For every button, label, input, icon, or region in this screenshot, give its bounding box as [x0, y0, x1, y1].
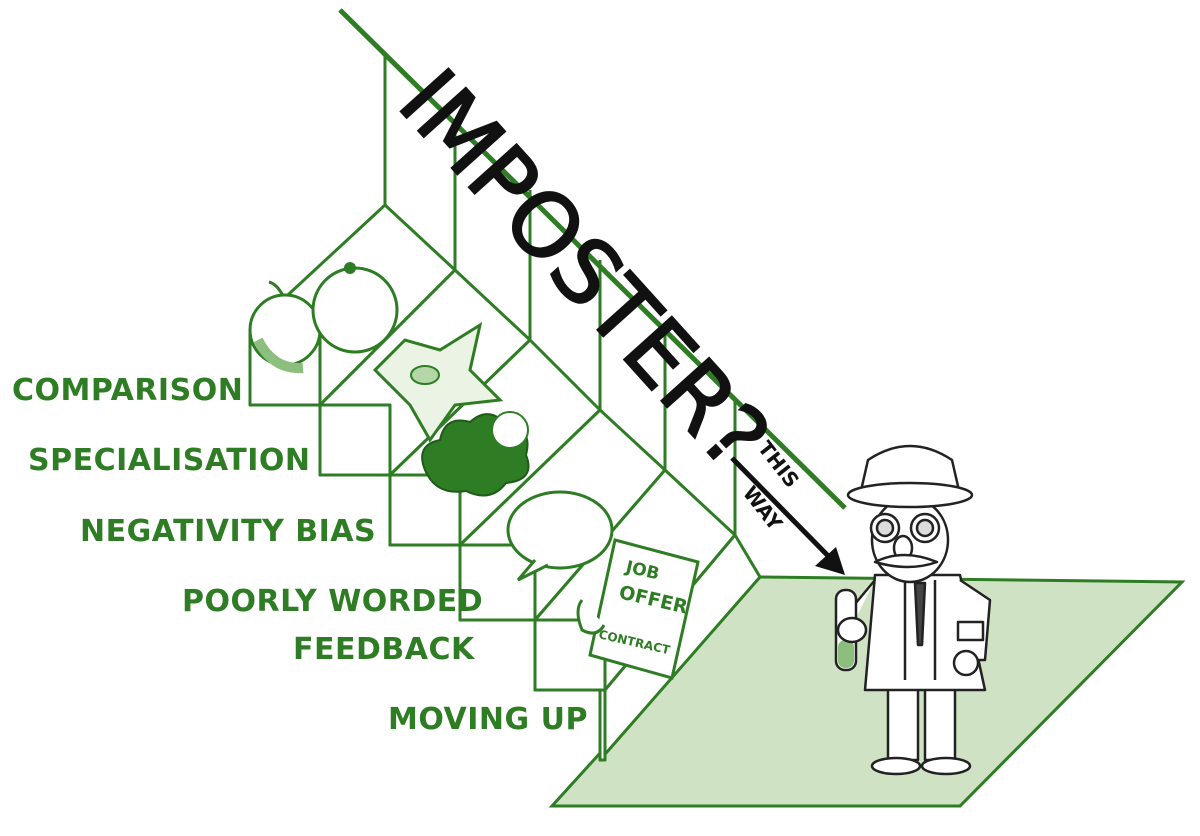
apple-icon [248, 280, 322, 374]
cloud-icon [421, 411, 530, 497]
label-poorly-worded: POORLY WORDED [182, 584, 484, 619]
label-specialisation: SPECIALISATION [28, 443, 311, 478]
job-offer-document: JOB OFFER CONTRACT [576, 538, 700, 680]
stair-banister [338, 8, 847, 510]
label-negativity-bias: NEGATIVITY BIAS [80, 514, 377, 549]
riser-2 [318, 403, 392, 477]
label-moving-up: MOVING UP [388, 702, 588, 737]
label-feedback: FEEDBACK [293, 632, 475, 667]
scientist-figure [834, 444, 992, 776]
cell-icon [372, 321, 504, 443]
speech-bubble-icon [506, 490, 614, 582]
direction-arrow [730, 456, 845, 575]
riser-6 [598, 688, 607, 762]
orange-icon [311, 262, 399, 354]
label-comparison: COMPARISON [12, 373, 244, 408]
